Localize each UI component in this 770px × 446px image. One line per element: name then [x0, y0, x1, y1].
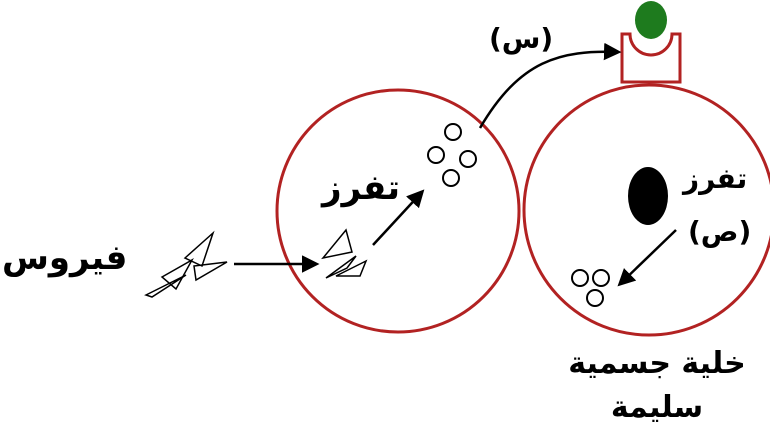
x-label: (س)	[489, 22, 554, 55]
virus-particles-inside	[321, 228, 368, 279]
secrete-label-right: تفرز	[683, 162, 748, 195]
arrow-secrete-left	[372, 189, 425, 246]
caption-line-1: خلية جسمية	[568, 346, 746, 381]
healthy-cell-caption: خلية جسمية سليمة	[552, 342, 762, 430]
arrow-x-to-receptor	[478, 42, 622, 129]
secreted-molecules-left	[427, 123, 477, 187]
secreted-molecules-right	[571, 269, 610, 307]
y-label: (ص)	[688, 215, 752, 248]
healthy-cell	[522, 83, 770, 337]
receptor	[620, 32, 682, 84]
virus-label: فيروس	[2, 238, 128, 278]
ligand	[635, 1, 667, 39]
infected-cell	[275, 88, 521, 334]
virus-particles-outside	[144, 230, 228, 298]
secrete-label-left: تفرز	[322, 168, 400, 208]
caption-line-2: سليمة	[610, 390, 704, 425]
arrow-secrete-right	[617, 229, 677, 287]
nucleus	[628, 167, 668, 225]
